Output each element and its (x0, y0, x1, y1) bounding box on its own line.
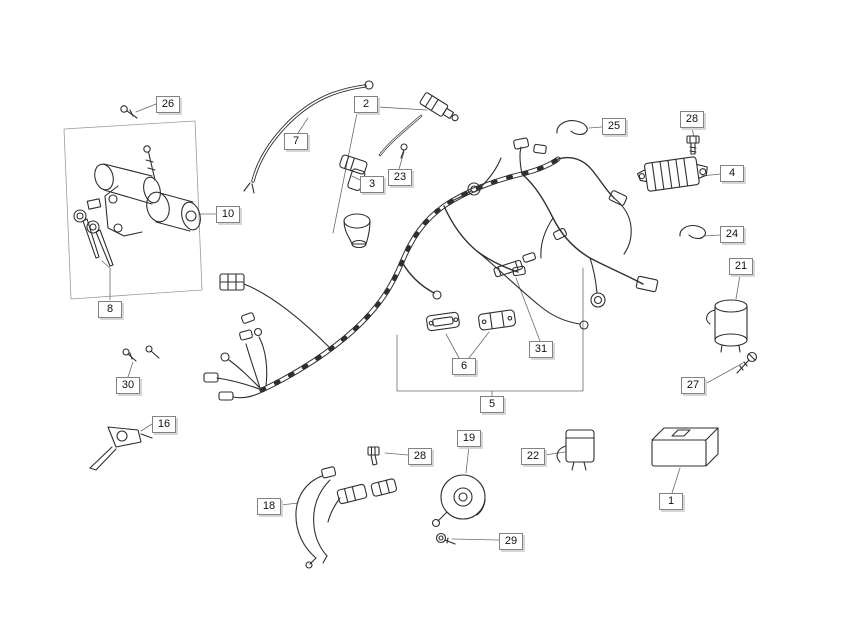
leader-29 (451, 538, 500, 541)
callout-2[interactable]: 2 (354, 96, 378, 113)
leader-2b (377, 106, 428, 111)
leader-22 (544, 451, 566, 456)
clamp-24-drawing (679, 225, 706, 240)
leader-6a (445, 333, 460, 359)
leader-27 (704, 362, 744, 385)
bolt-29-drawing (435, 532, 456, 545)
leader-25 (588, 126, 603, 129)
clamp-25-drawing (556, 120, 588, 136)
bolt-28-bottom-drawing (367, 446, 380, 466)
leader-7 (297, 117, 309, 134)
callout-3[interactable]: 3 (360, 176, 384, 193)
callout-1[interactable]: 1 (659, 493, 683, 510)
screws-30-drawing (122, 345, 160, 362)
callout-4[interactable]: 4 (720, 165, 744, 182)
switch-lever-drawing (89, 426, 153, 471)
callout-23[interactable]: 23 (388, 169, 412, 186)
relay-22-drawing (556, 429, 595, 471)
leader-23 (398, 151, 405, 170)
screw-27-drawing (736, 351, 758, 374)
leader-1 (671, 467, 681, 494)
leader-lines (101, 103, 744, 541)
callout-21[interactable]: 21 (729, 258, 753, 275)
callout-5[interactable]: 5 (480, 396, 504, 413)
regulator-drawing (636, 156, 708, 192)
leader-3 (351, 175, 361, 181)
main-harness-drawing (203, 137, 659, 401)
leader-19 (465, 445, 470, 474)
leader-24 (703, 234, 721, 237)
assembly-outline (63, 120, 203, 300)
callout-6[interactable]: 6 (452, 358, 476, 375)
leader-5 (396, 267, 584, 392)
callout-18[interactable]: 18 (257, 498, 281, 515)
callout-28-bottom[interactable]: 28 (408, 448, 432, 465)
callout-22[interactable]: 22 (521, 448, 545, 465)
screw-23-drawing (400, 143, 408, 159)
bolt-28-top-drawing (686, 135, 700, 155)
keys-drawing (73, 209, 114, 267)
leader-31 (515, 277, 541, 342)
leader-6b (468, 331, 490, 359)
callout-30[interactable]: 30 (116, 377, 140, 394)
callout-19[interactable]: 19 (457, 430, 481, 447)
leader-2a (332, 112, 358, 234)
cdi-unit-drawing (651, 427, 719, 467)
spark-plug-lead-drawing (339, 92, 459, 249)
callout-7[interactable]: 7 (284, 133, 308, 150)
callout-16[interactable]: 16 (152, 416, 176, 433)
ignition-switch-drawing (86, 163, 201, 237)
callout-31[interactable]: 31 (529, 341, 553, 358)
callout-26[interactable]: 26 (156, 96, 180, 113)
callout-29[interactable]: 29 (499, 533, 523, 550)
leader-18 (280, 502, 299, 506)
callout-24[interactable]: 24 (720, 226, 744, 243)
horn-drawing (431, 474, 486, 528)
callout-28-top[interactable]: 28 (680, 111, 704, 128)
sub-harness-drawing (295, 466, 398, 569)
callout-27[interactable]: 27 (681, 377, 705, 394)
callout-10[interactable]: 10 (216, 206, 240, 223)
leader-26 (135, 103, 157, 113)
callout-25[interactable]: 25 (602, 118, 626, 135)
screws-26-drawing (120, 105, 156, 181)
leader-21 (735, 274, 741, 300)
leader-30 (127, 361, 134, 378)
connectors-6-drawing (426, 309, 516, 332)
leader-8 (101, 260, 111, 301)
leader-28b (384, 452, 409, 456)
leader-16 (140, 423, 153, 432)
cable-drawing (243, 80, 374, 194)
callout-8[interactable]: 8 (98, 301, 122, 318)
flasher-relay-drawing (706, 299, 748, 353)
